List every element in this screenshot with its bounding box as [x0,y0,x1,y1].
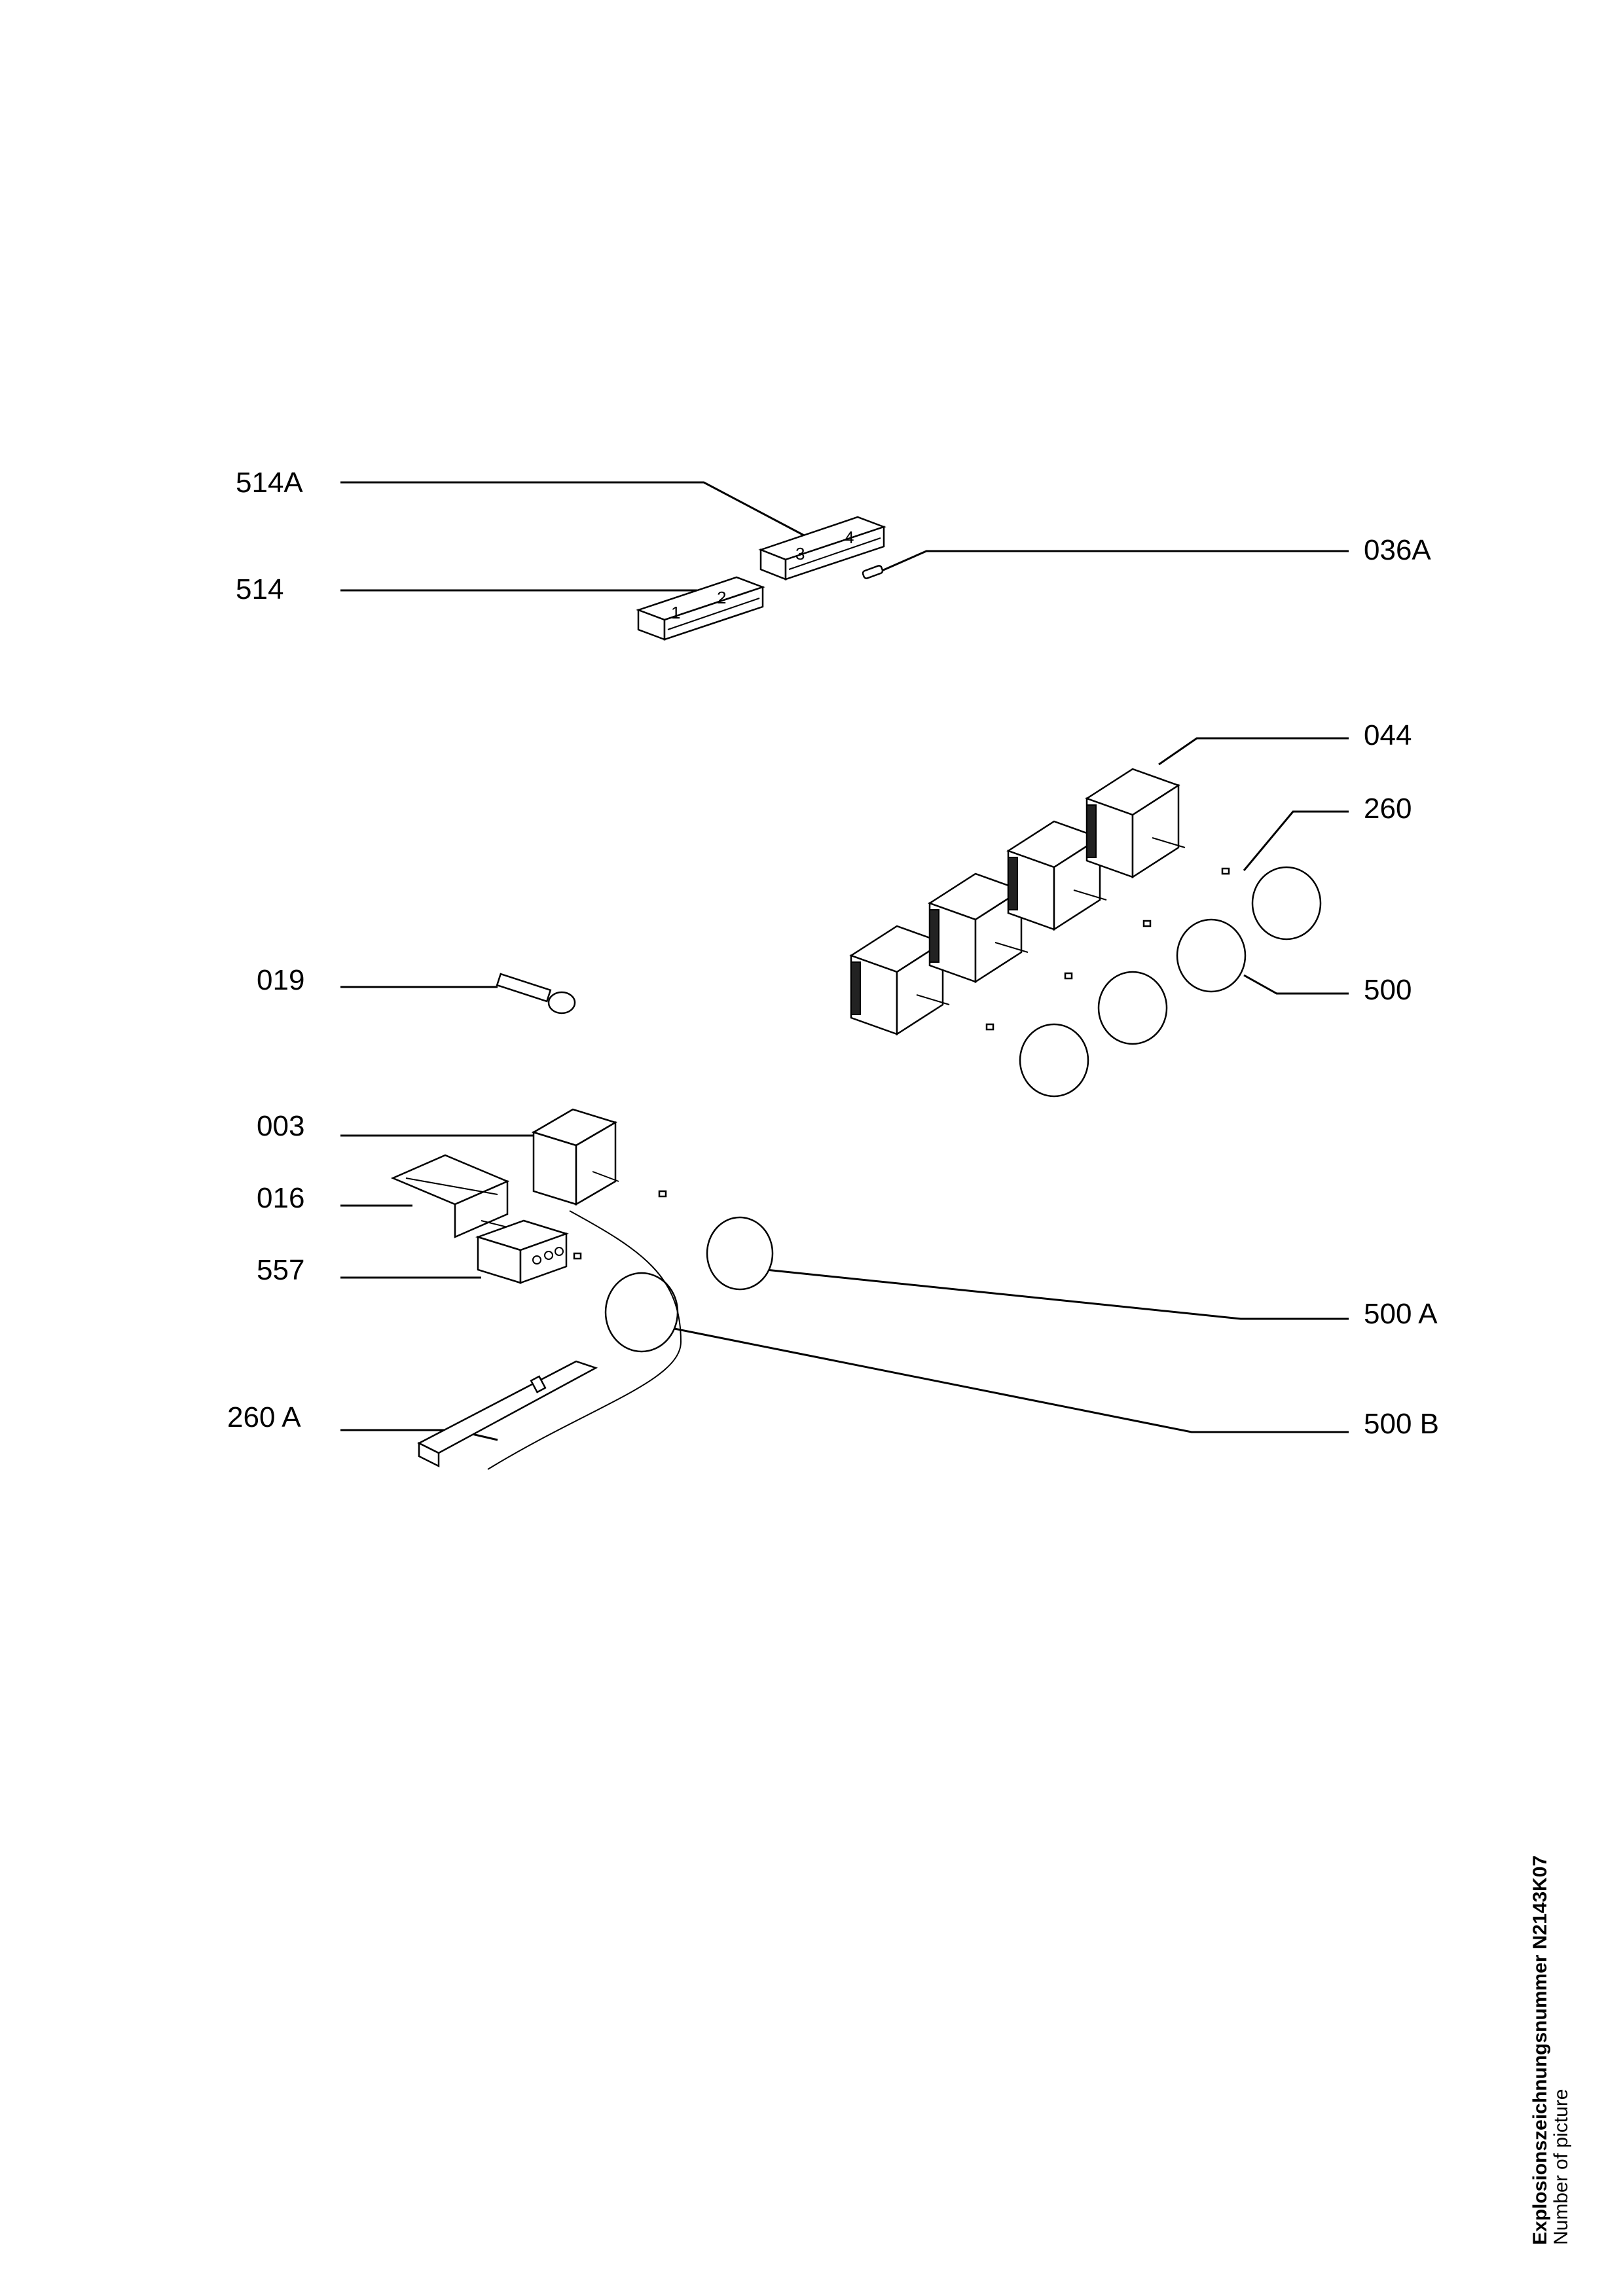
leader-036A [877,550,1349,574]
clips-260 [985,867,1230,1031]
regulator-4 [1085,768,1186,879]
drawing-number-title: Explosionszeichnungsnummer N2143K07 [1529,1855,1551,2245]
rail-260A [417,1360,598,1468]
drawing-number-subtitle: Number of picture [1550,2089,1572,2245]
label-044: 044 [1364,719,1412,751]
knob-3 [1176,918,1247,993]
label-500B: 500 B [1364,1408,1439,1440]
label-514A: 514A [236,467,303,499]
label-514: 514 [236,573,283,605]
link-036A [862,565,884,579]
label-557: 557 [257,1254,304,1286]
terminal-number-3: 3 [795,544,805,564]
label-260: 260 [1364,793,1412,825]
clip-003-a [658,1190,667,1198]
label-003: 003 [257,1110,304,1142]
label-036A: 036A [1364,534,1431,566]
indicator-lamp-019 [496,973,576,1014]
terminal-number-1: 1 [671,603,680,622]
terminal-block-514A: 3 4 [758,516,886,581]
leader-260 [1243,810,1349,871]
energy-regulators-044 [849,768,1186,1036]
label-019: 019 [257,964,304,996]
leader-500 [1243,974,1349,995]
leader-044 [1158,737,1349,766]
label-260A: 260 A [227,1401,301,1433]
terminal-number-4: 4 [845,528,854,547]
knob-1 [1019,1023,1089,1098]
clip-003-b [573,1252,582,1260]
terminal-number-2: 2 [717,588,726,607]
knobs-500 [1019,866,1322,1098]
bracket-557 [475,1219,569,1284]
label-016: 016 [257,1182,304,1214]
wire [487,1210,682,1470]
terminal-block-514: 1 2 [636,576,765,641]
label-500: 500 [1364,974,1412,1006]
knob-2 [1097,971,1168,1045]
leader-514A [340,481,807,538]
label-500A: 500 A [1364,1298,1438,1330]
knob-4 [1251,866,1322,941]
regulator-003 [531,1108,619,1206]
switch-016 [390,1154,510,1238]
leader-500B [674,1327,1349,1433]
leader-500A [765,1268,1349,1320]
regulator-2 [928,872,1029,984]
regulator-3 [1006,820,1107,931]
knob-500A [706,1216,774,1291]
